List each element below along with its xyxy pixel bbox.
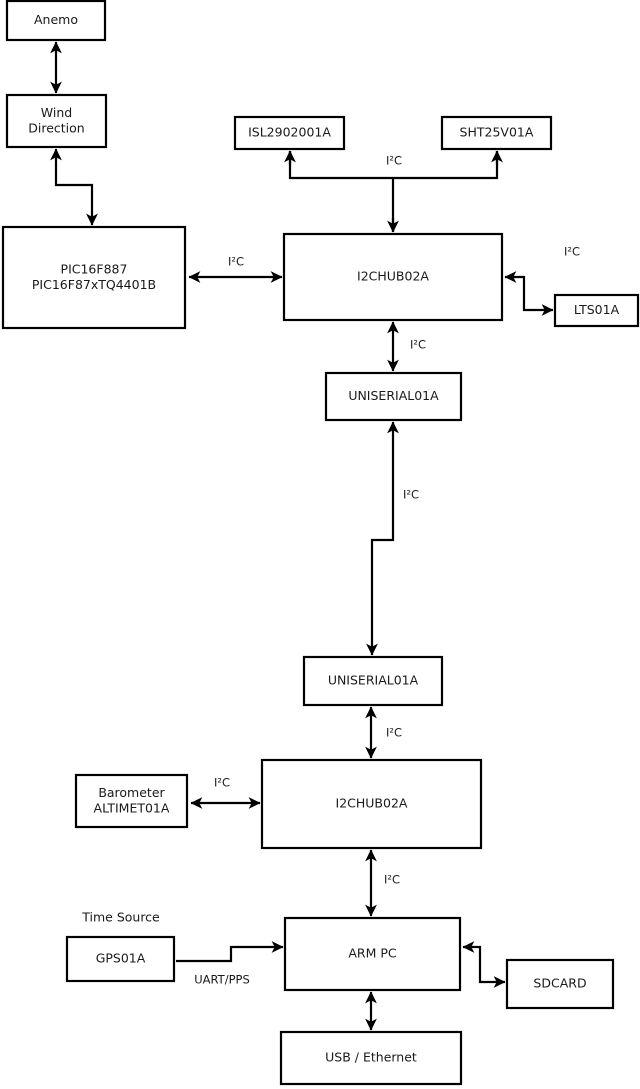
edge-path-armpc-sdcard [462, 941, 506, 988]
node-armpc[interactable]: ARM PC [283, 916, 462, 992]
node-box-uniserial_1[interactable] [324, 371, 463, 422]
node-sdcard[interactable]: SDCARD [505, 958, 615, 1010]
edge-label-gps-armpc: UART/PPS [194, 973, 250, 987]
edge-path-gps-armpc [176, 941, 284, 963]
edge-path-uniserial_1-uniserial_2 [366, 421, 399, 656]
node-label-hub_bottom: I2CHUB02A [336, 796, 408, 811]
edge-label-hub_top-lts: I²C [564, 245, 580, 259]
node-box-uniserial_2[interactable] [302, 655, 444, 707]
node-box-lts[interactable] [553, 293, 640, 328]
node-gps[interactable]: GPS01A [65, 935, 176, 983]
node-box-sht[interactable] [440, 115, 553, 151]
node-box-hub_bottom[interactable] [260, 758, 483, 850]
edge-uniserial_2-hub_bottom: I²C [365, 706, 402, 759]
node-isl[interactable]: ISL2902001A [233, 115, 346, 151]
edge-hub_top-uniserial_1: I²C [387, 321, 426, 372]
node-label-sht: SHT25V01A [460, 125, 534, 140]
edge-gps-armpc: UART/PPS [176, 941, 284, 987]
node-label-pic: PIC16F87xTQ4401B [32, 277, 156, 292]
edge-uniserial_1-uniserial_2: I²C [366, 421, 419, 656]
node-usbeth[interactable]: USB / Ethernet [279, 1030, 463, 1086]
node-label-anemo: Anemo [34, 12, 78, 27]
node-box-armpc[interactable] [283, 916, 462, 992]
node-box-wind[interactable] [5, 93, 108, 149]
node-label-wind: Direction [28, 120, 84, 135]
node-label-usbeth: USB / Ethernet [325, 1050, 417, 1065]
node-label-wind: Wind [41, 105, 72, 120]
edge-path-hub_top-lts [504, 271, 554, 316]
edge-label-hub_top-uniserial_1: I²C [410, 338, 426, 352]
edge-label-pic-hub_top: I²C [228, 255, 244, 269]
node-label-armpc: ARM PC [348, 946, 397, 961]
node-box-isl[interactable] [233, 115, 346, 151]
edge-path-wind-pic [50, 148, 98, 226]
edge-hub_top-isl-sht: I²C [284, 150, 503, 233]
edge-hub_top-lts: I²C [504, 245, 580, 316]
node-label-pic: PIC16F887 [61, 261, 128, 276]
node-hub_top[interactable]: I2CHUB02A [282, 232, 504, 322]
node-label-sdcard: SDCARD [533, 976, 586, 991]
edge-armpc-sdcard [462, 941, 506, 988]
node-uniserial_1[interactable]: UNISERIAL01A [324, 371, 463, 422]
node-label-lts: LTS01A [574, 302, 620, 317]
node-label-barometer: ALTIMET01A [94, 800, 170, 815]
node-label-gps: GPS01A [96, 951, 146, 966]
node-label-uniserial_1: UNISERIAL01A [348, 388, 439, 403]
free-labels-layer: Time Source [81, 910, 160, 925]
edge-label-hub_top-isl-sht: I²C [386, 154, 402, 168]
edge-label-uniserial_1-uniserial_2: I²C [403, 488, 419, 502]
node-label-barometer: Barometer [98, 785, 165, 800]
node-anemo[interactable]: Anemo [5, 0, 107, 42]
node-box-hub_top[interactable] [282, 232, 504, 322]
node-uniserial_2[interactable]: UNISERIAL01A [302, 655, 444, 707]
node-label-hub_top: I2CHUB02A [357, 269, 429, 284]
node-box-pic[interactable] [1, 225, 187, 330]
node-label-uniserial_2: UNISERIAL01A [328, 673, 419, 688]
edge-hub_bottom-armpc: I²C [365, 849, 400, 917]
node-box-usbeth[interactable] [279, 1030, 463, 1086]
node-sht[interactable]: SHT25V01A [440, 115, 553, 151]
node-box-sdcard[interactable] [505, 958, 615, 1010]
node-box-barometer[interactable] [74, 773, 189, 829]
node-lts[interactable]: LTS01A [553, 293, 640, 328]
edge-label-hub_bottom-armpc: I²C [384, 873, 400, 887]
node-box-gps[interactable] [65, 935, 176, 983]
free-label-time-source: Time Source [81, 910, 160, 925]
edge-pic-hub_top: I²C [188, 255, 283, 283]
edge-label-barometer-hub_bottom: I²C [214, 776, 230, 790]
node-label-isl: ISL2902001A [248, 125, 331, 140]
edge-barometer-hub_bottom: I²C [190, 776, 261, 809]
node-box-anemo[interactable] [5, 0, 107, 42]
edge-label-uniserial_2-hub_bottom: I²C [386, 726, 402, 740]
node-hub_bottom[interactable]: I2CHUB02A [260, 758, 483, 850]
edge-wind-pic [50, 148, 98, 226]
edges-layer: I²C I²C I²C I²C I²C I²C I²C I²C UART/PPS [50, 41, 580, 1031]
